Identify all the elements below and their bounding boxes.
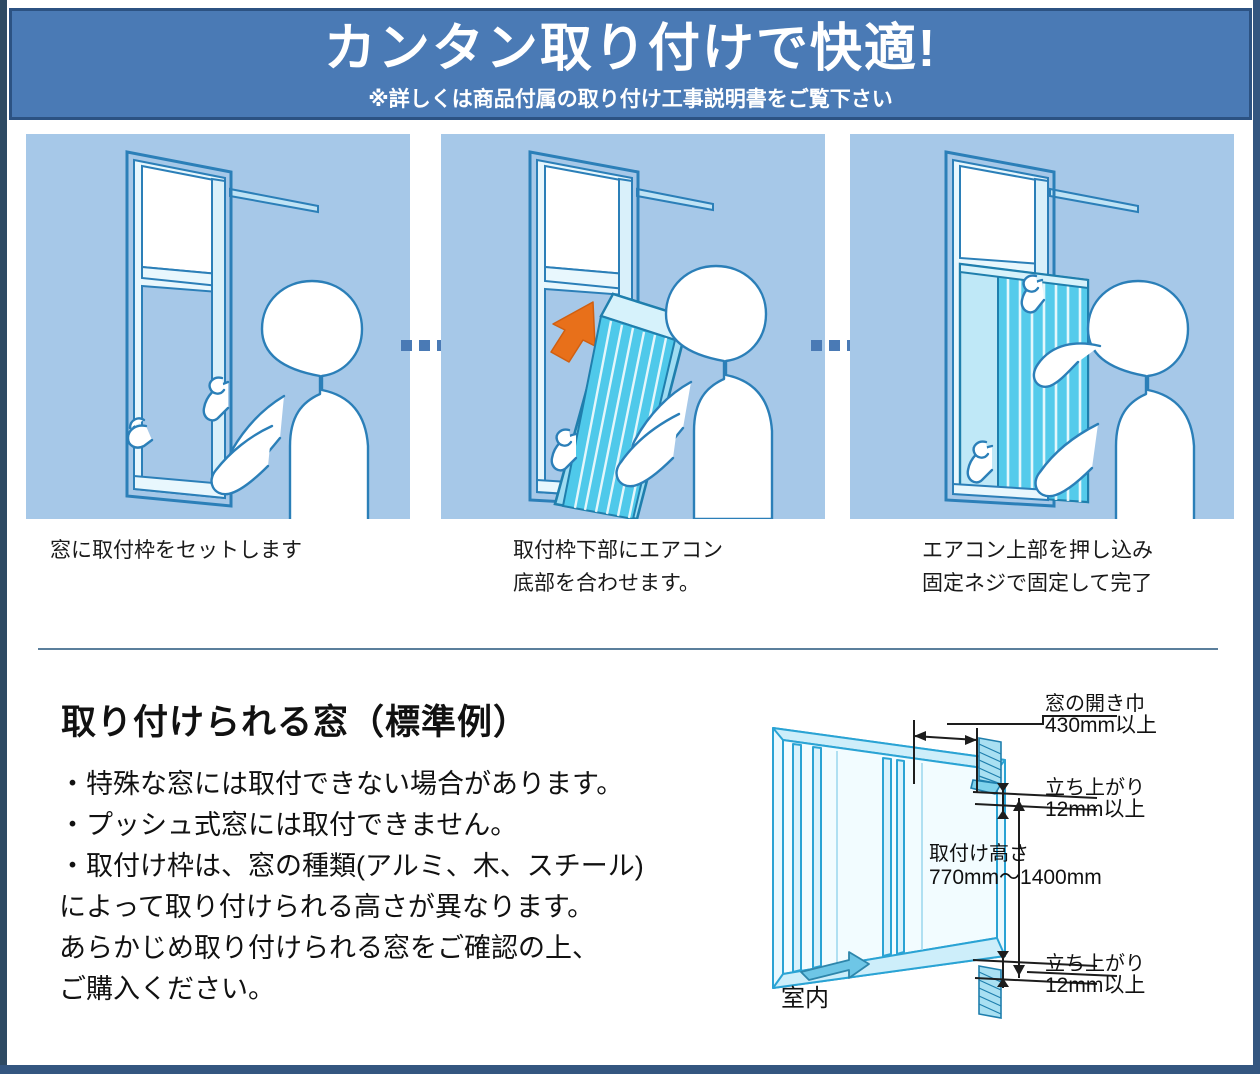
page-frame-left	[0, 0, 7, 1074]
note-item: あらかじめ取り付けられる窓をご確認の上、	[59, 933, 599, 964]
step-2-caption: 取付枠下部にエアコン 底部を合わせます。	[513, 539, 723, 595]
note-item: ・取付け枠は、窓の種類(アルミ、木、スチール)	[59, 851, 644, 882]
label-mount-height-value: 770mm〜1400mm	[929, 866, 1102, 889]
step-1-illustration	[26, 134, 410, 519]
step-1-caption: 窓に取付枠をセットします	[50, 539, 302, 562]
section-divider	[38, 648, 1218, 650]
note-item: ・特殊な窓には取付できない場合があります。	[59, 769, 624, 799]
label-rise-bottom-value: 12mm以上	[1045, 974, 1145, 997]
step-2: 取付枠下部にエアコン 底部を合わせます。	[441, 134, 825, 600]
note-item: ご購入ください。	[59, 974, 275, 1005]
header-title: カンタン取り付けで快適!	[323, 20, 938, 78]
page-frame-bottom	[0, 1065, 1260, 1074]
notes-list: ・特殊な窓には取付できない場合があります。 ・プッシュ式窓には取付できません。 …	[59, 764, 759, 1010]
window-spec-diagram: 窓の開き巾 430mm以上 立ち上がり 12mm以上 取付け高さ 770mm〜1…	[757, 688, 1249, 1028]
step-1: 窓に取付枠をセットします	[26, 134, 410, 568]
header-subtitle: ※詳しくは商品付属の取り付け工事説明書をご覧下さい	[368, 88, 893, 111]
steps-row: 窓に取付枠をセットします	[9, 134, 1252, 624]
label-mount-height-title: 取付け高さ	[929, 842, 1029, 865]
label-opening-width-value: 430mm以上	[1045, 714, 1157, 737]
step-3-caption: エアコン上部を押し込み 固定ネジで固定して完了	[922, 539, 1153, 595]
label-rise-bottom-title: 立ち上がり	[1045, 952, 1145, 975]
label-rise-top-title: 立ち上がり	[1045, 776, 1145, 799]
label-indoor: 室内	[781, 985, 829, 1012]
lower-section: 取り付けられる窓（標準例） ・特殊な窓には取付できない場合があります。 ・プッシ…	[9, 668, 1252, 1058]
header-banner: カンタン取り付けで快適! ※詳しくは商品付属の取り付け工事説明書をご覧下さい	[9, 8, 1252, 120]
label-opening-width-title: 窓の開き巾	[1045, 692, 1145, 715]
lower-section-heading: 取り付けられる窓（標準例）	[61, 703, 530, 742]
step-2-illustration	[441, 134, 825, 519]
label-rise-top-value: 12mm以上	[1045, 798, 1145, 821]
step-3: エアコン上部を押し込み 固定ネジで固定して完了	[850, 134, 1234, 600]
note-item: ・プッシュ式窓には取付できません。	[59, 810, 518, 841]
note-item: によって取り付けられる高さが異なります。	[59, 892, 595, 923]
page-frame-right	[1253, 0, 1260, 1074]
step-3-illustration	[850, 134, 1234, 519]
